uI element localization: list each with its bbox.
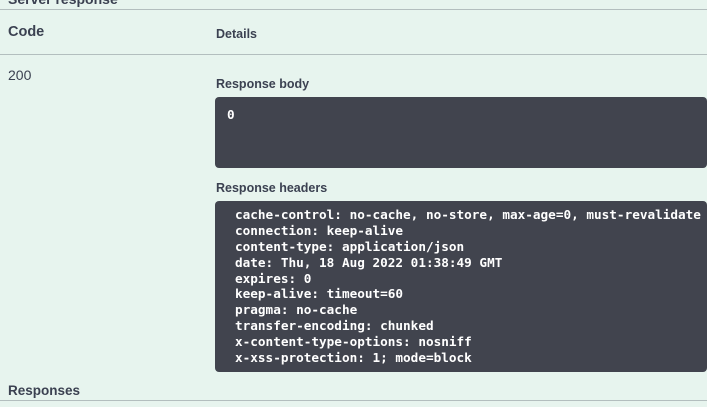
column-header-code: Code <box>8 24 45 40</box>
response-header-line: date: Thu, 18 Aug 2022 01:38:49 GMT <box>235 254 503 270</box>
server-response-title: Server response <box>8 0 118 7</box>
response-status-code: 200 <box>8 67 32 83</box>
response-header-line: content-type: application/json <box>235 238 465 254</box>
response-body-label: Response body <box>216 77 310 91</box>
column-header-details: Details <box>216 27 257 41</box>
response-header-line: keep-alive: timeout=60 <box>235 286 404 302</box>
response-body-value: 0 <box>227 107 235 122</box>
response-headers-label: Response headers <box>216 181 328 195</box>
responses-section-title: Responses <box>8 383 81 398</box>
response-header-line: x-xss-protection: 1; mode=block <box>235 350 472 366</box>
response-headers-code-block: cache-control: no-cache, no-store, max-a… <box>215 201 707 372</box>
divider <box>0 400 707 401</box>
divider <box>0 9 707 10</box>
response-header-line: expires: 0 <box>235 270 312 286</box>
response-header-line: pragma: no-cache <box>235 302 358 318</box>
response-header-line: transfer-encoding: chunked <box>235 318 434 334</box>
divider <box>0 54 707 55</box>
response-header-line: cache-control: no-cache, no-store, max-a… <box>235 207 701 222</box>
response-header-line: connection: keep-alive <box>235 222 404 238</box>
response-body-code-block: 0 <box>215 97 707 168</box>
response-header-line: x-content-type-options: nosniff <box>235 334 472 350</box>
